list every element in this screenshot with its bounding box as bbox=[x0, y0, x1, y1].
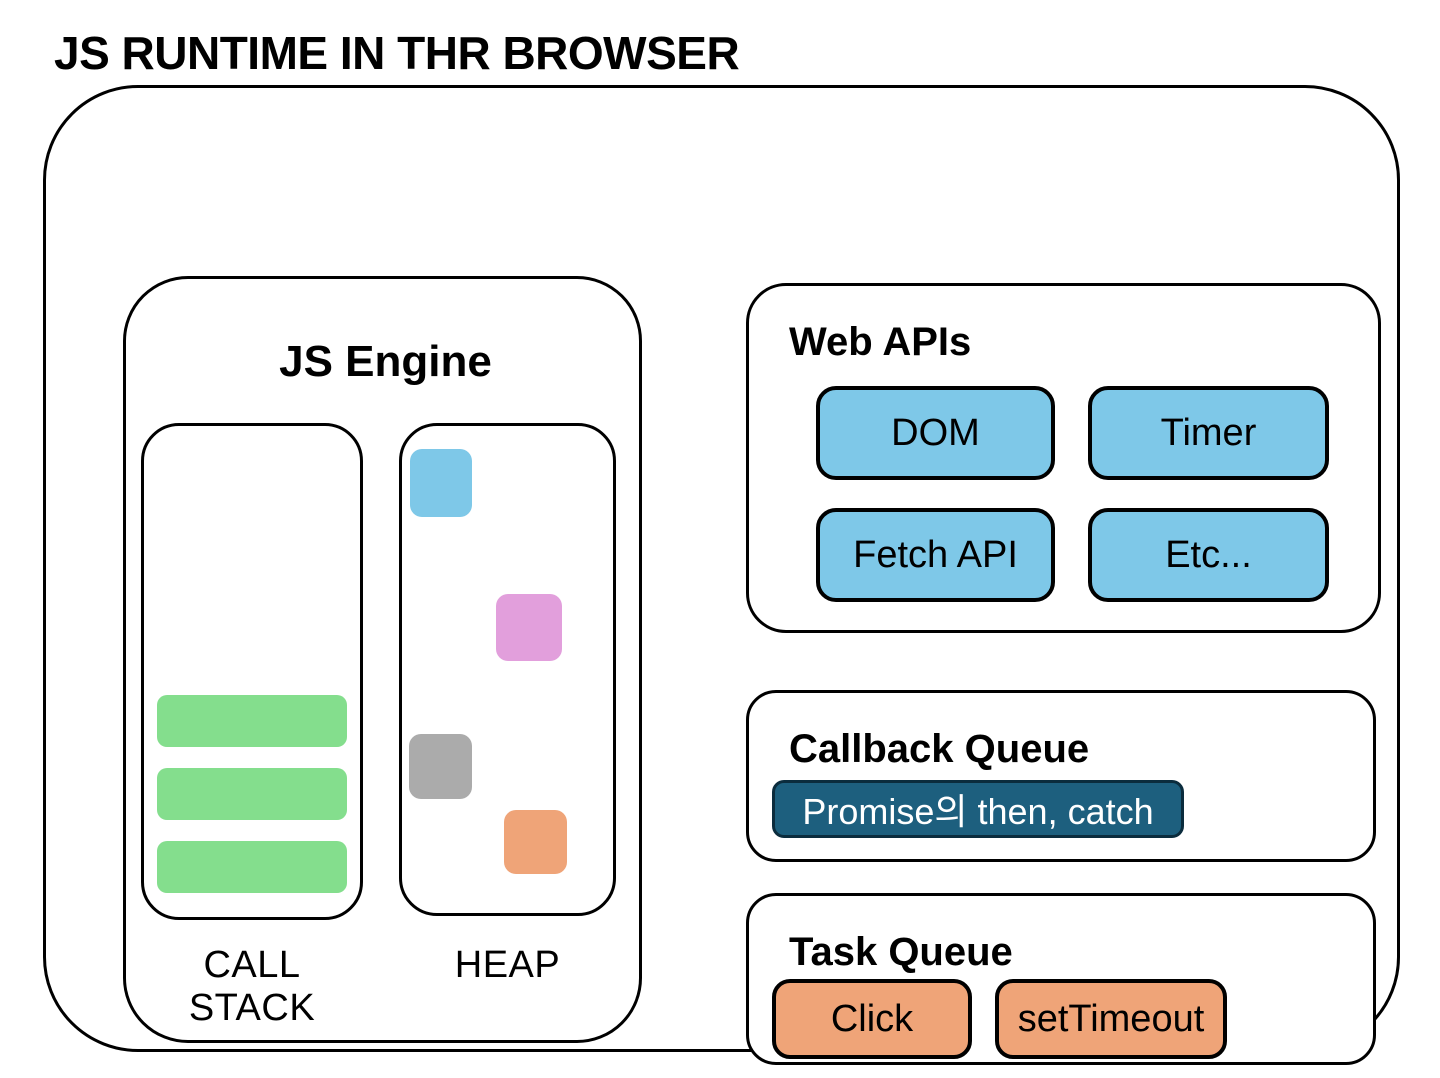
timer-api-chip: Timer bbox=[1088, 386, 1329, 480]
click-task-chip: Click bbox=[772, 979, 972, 1059]
fetch-api-chip: Fetch API bbox=[816, 508, 1055, 602]
stack-frame bbox=[157, 695, 347, 747]
heap-label: HEAP bbox=[454, 944, 561, 986]
web-apis-grid: DOM Timer Fetch API Etc... bbox=[816, 386, 1329, 602]
promise-then-catch-chip: Promise의 then, catch bbox=[772, 780, 1184, 838]
js-engine-box: JS Engine CALL STACK HEAP bbox=[123, 276, 642, 1043]
js-engine-title: JS Engine bbox=[279, 337, 492, 386]
orange-heap-object bbox=[504, 810, 567, 874]
callback-queue-title: Callback Queue bbox=[789, 727, 1090, 771]
blue-heap-object bbox=[410, 449, 472, 517]
call-stack-label: CALL STACK bbox=[188, 944, 316, 1029]
stack-frame bbox=[157, 768, 347, 820]
browser-runtime-container: JS Engine CALL STACK HEAP Web APIs bbox=[43, 85, 1400, 1065]
task-queue-title: Task Queue bbox=[789, 930, 1013, 974]
page-title: JS RUNTIME IN THR BROWSER bbox=[54, 27, 740, 79]
heap-box bbox=[399, 423, 616, 916]
call-stack-box bbox=[141, 423, 363, 920]
stack-frames bbox=[157, 695, 347, 893]
task-queue-items: Click setTimeout bbox=[772, 979, 1227, 1059]
etc-api-chip: Etc... bbox=[1088, 508, 1329, 602]
settimeout-task-chip: setTimeout bbox=[995, 979, 1227, 1059]
gray-heap-object bbox=[409, 734, 472, 799]
dom-api-chip: DOM bbox=[816, 386, 1055, 480]
web-apis-title: Web APIs bbox=[789, 320, 972, 364]
task-queue-box: Task Queue Click setTimeout bbox=[746, 893, 1376, 1065]
callback-queue-box: Callback Queue Promise의 then, catch bbox=[746, 690, 1376, 862]
web-apis-box: Web APIs DOM Timer Fetch API Etc... bbox=[746, 283, 1381, 633]
stack-frame bbox=[157, 841, 347, 893]
pink-heap-object bbox=[496, 594, 562, 661]
